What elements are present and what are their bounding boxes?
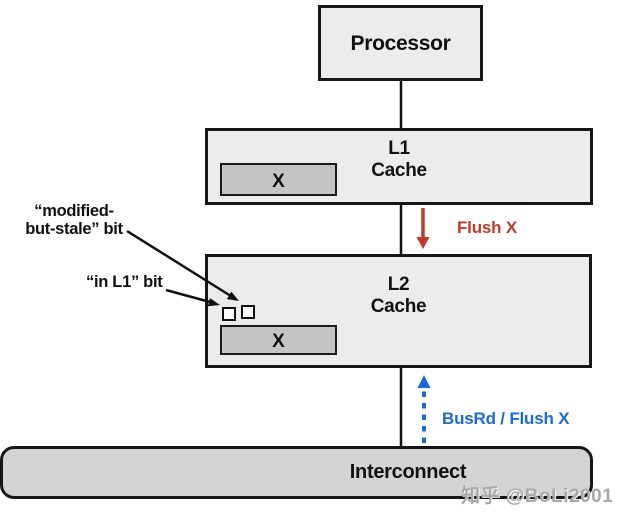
l1-cache-label-line2: Cache: [371, 160, 427, 181]
flush-arrowhead: [416, 237, 430, 249]
l2-cache-label-line1: L2: [387, 274, 410, 295]
l2-cache-label-line2: Cache: [370, 296, 427, 317]
l2-cache-block-x: X: [220, 325, 337, 355]
l1-cache-label-line1: L1: [388, 138, 410, 159]
modified-bit-annotation-line1: “modified-: [34, 202, 114, 220]
l2-cache-box: L2 Cache X: [205, 254, 592, 368]
modified-bit-annotation-line2: but-stale” bit: [25, 220, 123, 238]
in-l1-bit-annotation: “in L1” bit: [86, 273, 163, 291]
watermark: 知乎 @BoLi2001: [461, 486, 614, 507]
processor-label: Processor: [350, 32, 451, 55]
in-l1-bit-arrow-line: [165, 288, 211, 304]
modified-bit-square: [241, 305, 255, 319]
l1-cache-box: L1 Cache X: [205, 128, 593, 205]
modified-but-stale-bit-annotation: “modified- but-stale” bit: [18, 202, 130, 238]
interconnect-label: Interconnect: [349, 461, 467, 483]
processor-box: Processor: [318, 5, 483, 81]
l1-cache-block-x: X: [220, 163, 337, 196]
busrd-flush-label: BusRd / Flush X: [442, 409, 570, 428]
flush-x-label: Flush X: [457, 218, 517, 237]
busrd-arrowhead: [417, 375, 431, 388]
interconnect-box: Interconnect: [0, 446, 593, 499]
l1-cache-label: L1 Cache: [208, 138, 590, 182]
in-l1-bit-square: [222, 307, 236, 321]
l2-cache-label: L2 Cache: [208, 274, 589, 318]
